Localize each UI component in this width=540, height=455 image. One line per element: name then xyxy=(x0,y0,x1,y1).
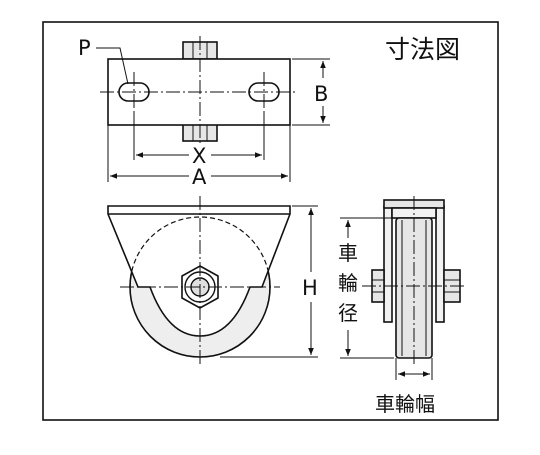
side-view xyxy=(362,196,466,365)
dimension-x: X xyxy=(133,112,265,168)
label-x: X xyxy=(192,144,206,168)
label-p: P xyxy=(78,36,91,60)
dimension-wheel-width: 車輪幅 xyxy=(375,358,435,416)
dimension-b: B xyxy=(292,58,336,126)
label-wheel-diameter-3: 径 xyxy=(338,301,358,325)
dimension-wheel-diameter: 車 輪 径 xyxy=(336,217,394,359)
dimension-h: H xyxy=(220,205,324,358)
label-wheel-diameter-2: 輪 xyxy=(338,271,358,295)
label-a: A xyxy=(192,165,207,189)
label-wheel-width: 車輪幅 xyxy=(375,392,435,416)
dimension-a: A xyxy=(107,125,291,189)
label-h: H xyxy=(302,276,318,300)
drawing-title: 寸法図 xyxy=(385,35,460,64)
label-b: B xyxy=(314,82,328,106)
front-view xyxy=(107,196,291,365)
label-wheel-diameter-1: 車 xyxy=(338,241,358,265)
top-view xyxy=(100,36,298,148)
